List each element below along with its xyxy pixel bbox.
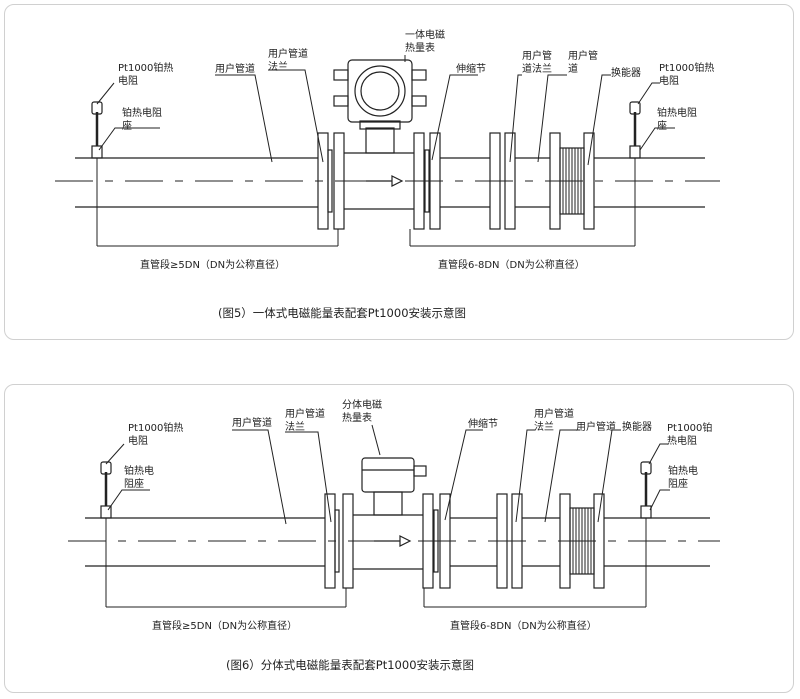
label-flange-right-1: 用户管 — [522, 49, 552, 62]
label-seat-left-1: 铂热电阻 — [122, 106, 162, 119]
figure6-diagram: Pt1000铂热 电阻 铂热电 阻座 用户管道 用户管道 法兰 分体电磁 热量表… — [68, 398, 720, 672]
label-pipe-left: 用户管道 — [215, 62, 255, 75]
label-seat-right-1: 铂热电 — [668, 464, 698, 477]
remote-meter-housing — [361, 457, 415, 493]
label-flange-right-2: 道法兰 — [522, 62, 552, 75]
label-seat-left-1: 铂热电 — [124, 464, 154, 477]
label-meter-1: 一体电磁 — [405, 28, 445, 41]
label-pt-left-2: 电阻 — [118, 74, 138, 87]
expansion-flange — [429, 132, 441, 230]
label-flange-left-1: 用户管道 — [285, 407, 325, 420]
label-pipe-left: 用户管道 — [232, 416, 272, 429]
label-dim-right: 直管段6-8DN（DN为公称直径） — [450, 619, 597, 632]
label-exchanger: 换能器 — [611, 66, 641, 79]
label-meter-2: 热量表 — [405, 41, 435, 54]
label-seat-right-2: 阻座 — [668, 477, 688, 490]
label-meter-1: 分体电磁 — [342, 398, 382, 411]
meter-flange-right — [422, 493, 434, 589]
figure5-diagram: Pt1000铂热 电阻 铂热电阻 座 用户管道 用户管道 法兰 一体电磁 热量表… — [55, 28, 720, 320]
label-seat-right-2: 座 — [657, 119, 667, 132]
meter-display-ring — [354, 65, 406, 117]
left-gasket — [327, 149, 333, 213]
exchanger-flange-right — [593, 493, 605, 589]
label-flange-left-2: 法兰 — [285, 420, 305, 433]
label-dim-left: 直管段≥5DN（DN为公称直径） — [140, 258, 285, 271]
label-pt-right-1: Pt1000铂 — [667, 421, 712, 434]
meter-flange-left — [333, 132, 345, 230]
exchanger-flange-right — [583, 132, 595, 230]
label-dim-left: 直管段≥5DN（DN为公称直径） — [152, 619, 297, 632]
cable-gland-br — [411, 95, 427, 107]
flow-arrow-head — [391, 175, 404, 187]
label-flange-right-2: 法兰 — [534, 420, 554, 433]
right-gasket — [433, 509, 439, 573]
label-pipe-right: 用户管道 — [576, 420, 616, 433]
label-pipe-right-2: 道 — [568, 62, 578, 75]
leader-lines — [96, 55, 675, 166]
right-user-flange-a — [496, 493, 508, 589]
label-seat-left-2: 座 — [122, 119, 132, 132]
label-pipe-right-1: 用户管 — [568, 49, 598, 62]
right-user-flange-a — [489, 132, 501, 230]
label-flange-left-1: 用户管道 — [268, 47, 308, 60]
meter-neck — [365, 127, 395, 154]
label-pt-left-1: Pt1000铂热 — [128, 421, 183, 434]
label-seat-right-1: 铂热电阻 — [657, 106, 697, 119]
cable-gland — [413, 465, 427, 477]
exchanger-coils — [572, 508, 592, 574]
cable-gland-bl — [333, 95, 349, 107]
right-user-flange-b — [504, 132, 516, 230]
label-expansion: 伸缩节 — [456, 62, 486, 75]
label-meter-2: 热量表 — [342, 411, 372, 424]
leader-lines — [105, 424, 670, 525]
cable-gland-tl — [333, 69, 349, 81]
label-pt-right-2: 电阻 — [659, 74, 679, 87]
dimension-lines — [105, 518, 647, 608]
label-pt-right-2: 热电阻 — [667, 434, 697, 447]
meter-flange-left — [342, 493, 354, 589]
pt1000-sensor-right — [629, 101, 641, 159]
pt1000-sensor-left — [100, 461, 112, 519]
dimension-lines — [96, 158, 636, 247]
pt1000-sensor-left — [91, 101, 103, 159]
label-dim-right: 直管段6-8DN（DN为公称直径） — [438, 258, 585, 271]
meter-neck-collar — [359, 120, 401, 130]
figure6-panel — [4, 384, 794, 693]
meter-display — [360, 71, 400, 111]
meter-flange-right — [413, 132, 425, 230]
flow-arrow-head — [399, 535, 412, 547]
label-flange-left-2: 法兰 — [268, 60, 288, 73]
pt1000-sensor-right — [640, 461, 652, 519]
right-user-flange-b — [511, 493, 523, 589]
meter-head-housing — [347, 59, 413, 123]
figure5-caption: (图5）一体式电磁能量表配套Pt1000安装示意图 — [218, 306, 466, 320]
meter-neck — [373, 491, 403, 516]
label-exchanger: 换能器 — [622, 420, 652, 433]
figure6-caption: (图6）分体式电磁能量表配套Pt1000安装示意图 — [226, 658, 474, 672]
left-gasket — [334, 509, 340, 573]
cable-gland-tr — [411, 69, 427, 81]
label-seat-left-2: 阻座 — [124, 477, 144, 490]
label-expansion: 伸缩节 — [468, 417, 498, 430]
right-gasket — [424, 149, 430, 213]
label-pt-left-1: Pt1000铂热 — [118, 61, 173, 74]
label-flange-right-1: 用户管道 — [534, 407, 574, 420]
exchanger-coils — [562, 148, 582, 214]
expansion-flange — [439, 493, 451, 589]
label-pt-left-2: 电阻 — [128, 434, 148, 447]
label-pt-right-1: Pt1000铂热 — [659, 61, 714, 74]
